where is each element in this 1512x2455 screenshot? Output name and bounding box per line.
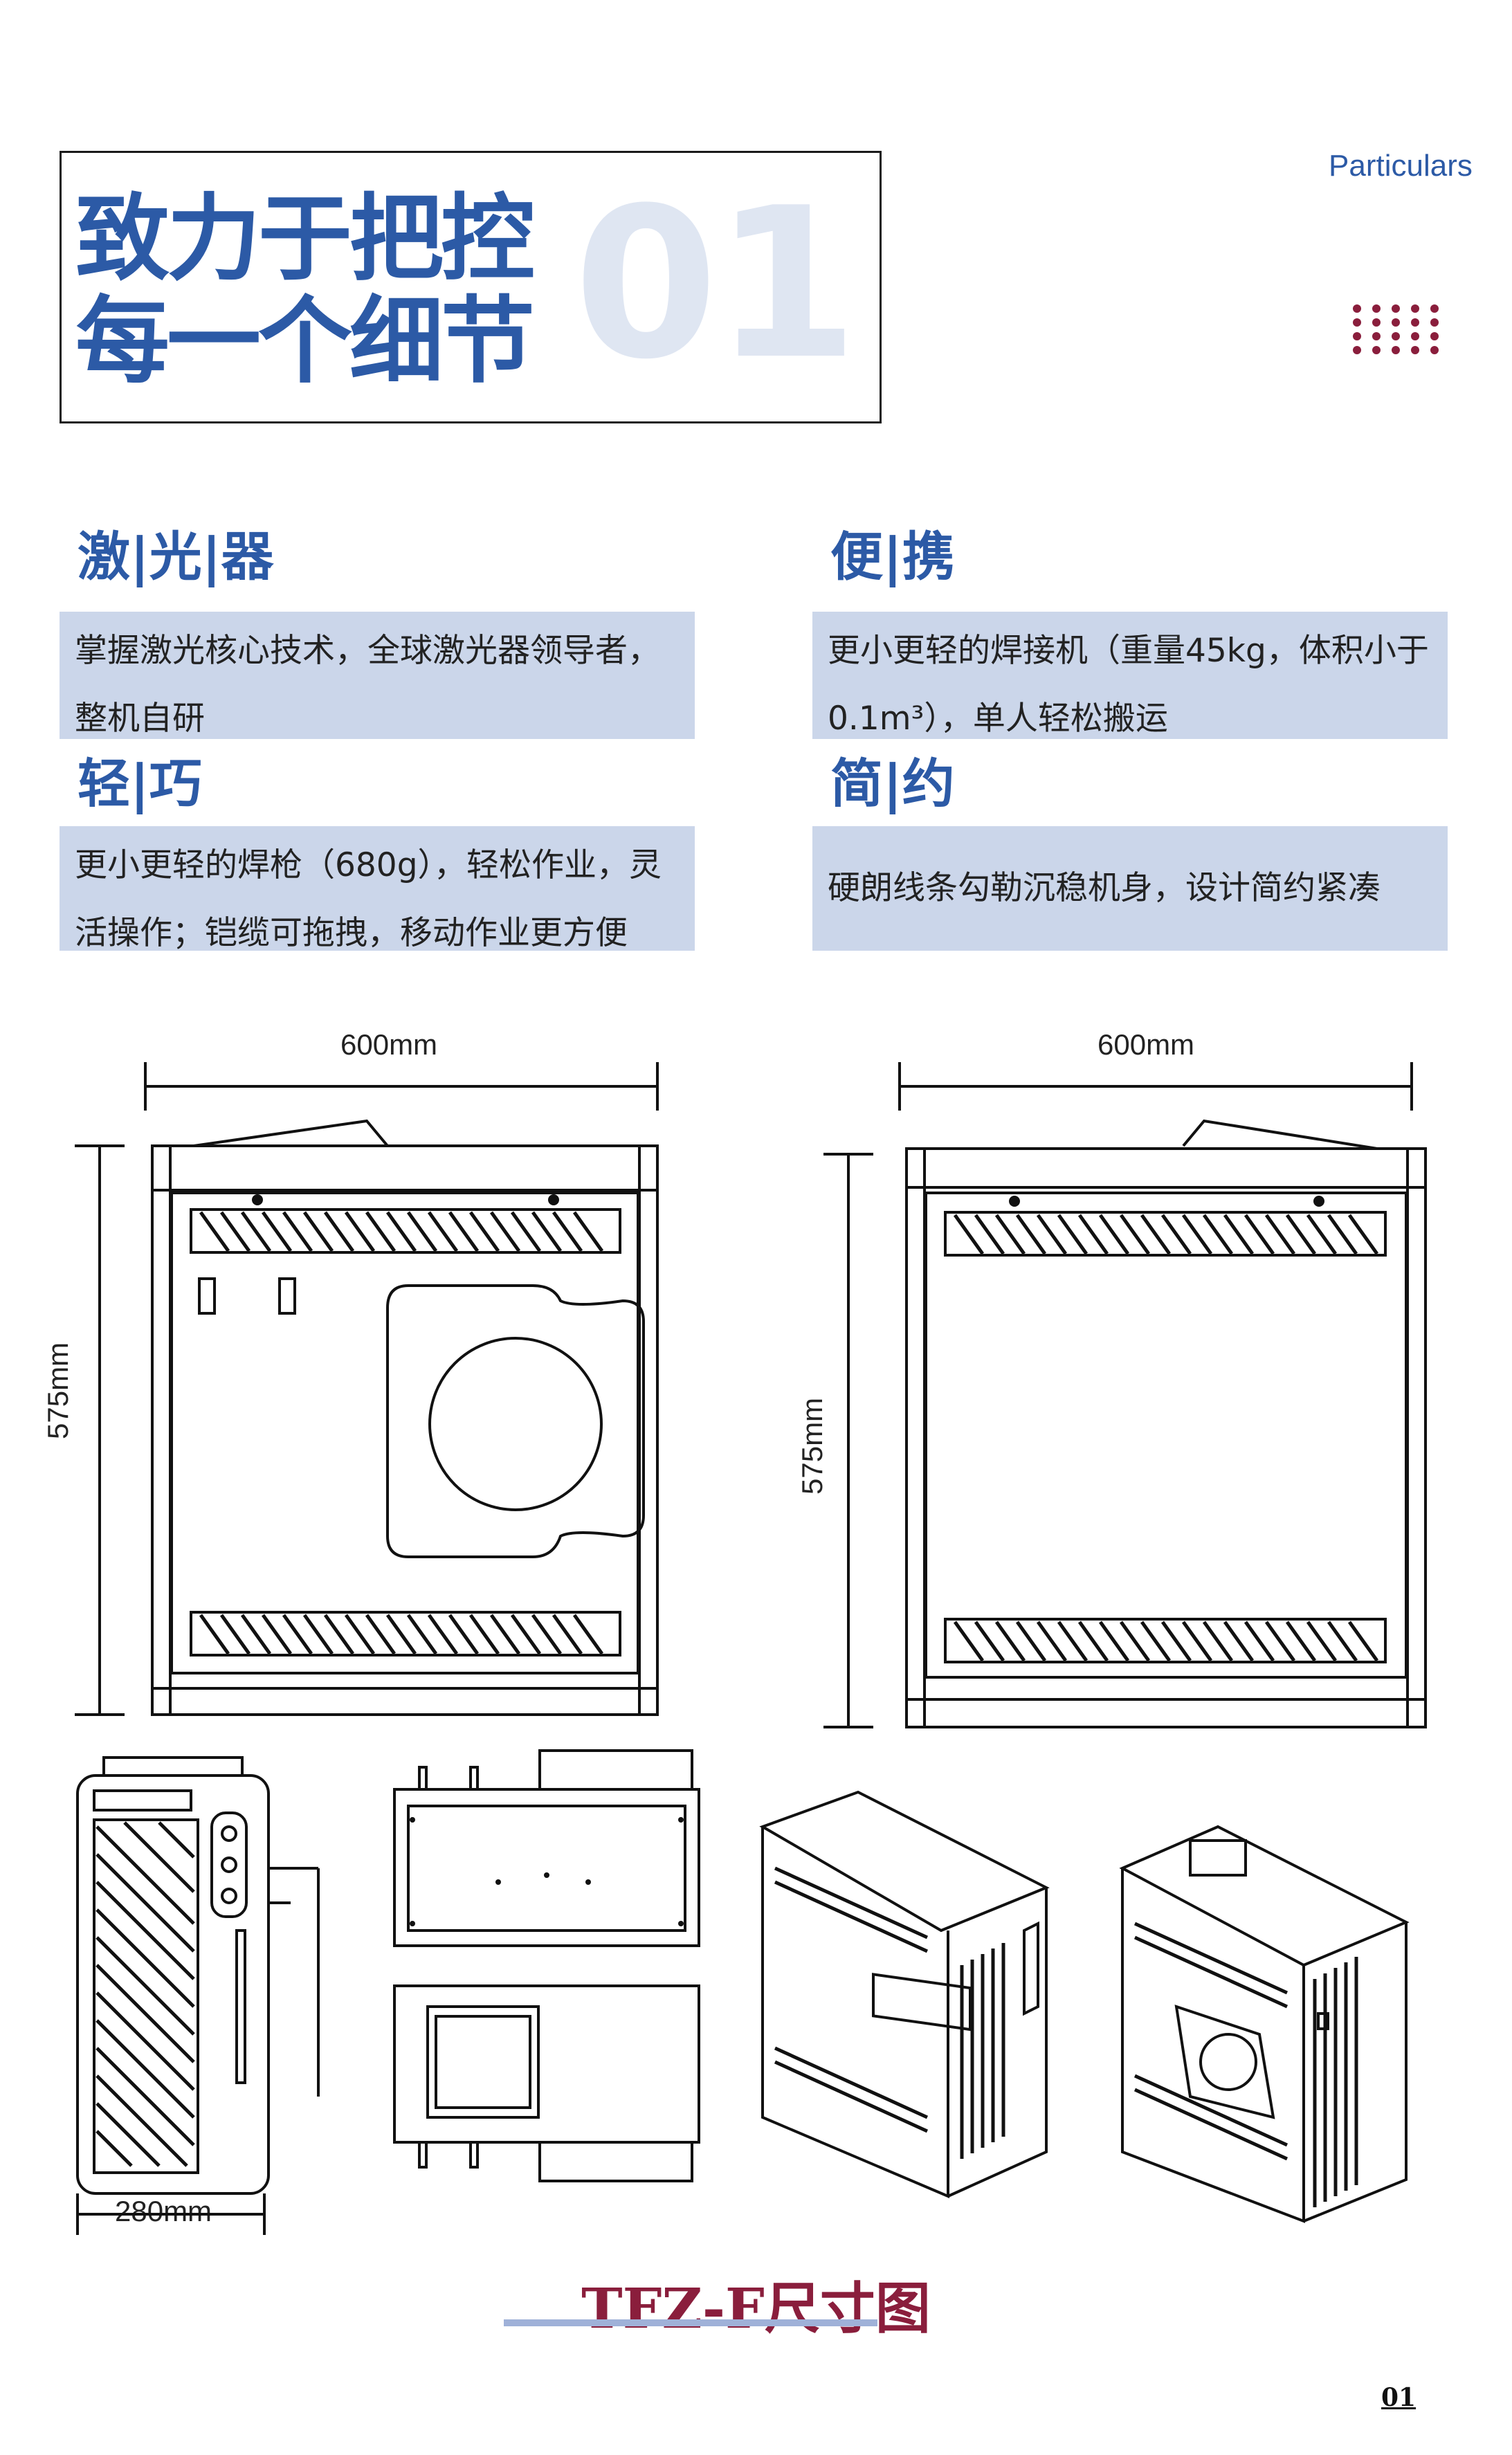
back-width-label: 600mm — [1097, 1028, 1195, 1061]
feature-portable-title: 便|携 — [830, 526, 955, 587]
title-line-1: 致力于把控 — [75, 185, 535, 294]
diagram-caption: TFZ-F尺寸图 — [581, 2276, 931, 2341]
feature-laser-text: 掌握激光核心技术，全球激光器领导者，整机自研 — [60, 612, 695, 739]
particulars-tag: Particulars — [1329, 149, 1473, 183]
feature-laser-title: 激|光|器 — [78, 526, 274, 587]
feature-simple-text: 硬朗线条勾勒沉稳机身，设计简约紧凑 — [812, 826, 1448, 951]
dot-grid-decoration — [1353, 304, 1439, 354]
front-width-label: 600mm — [340, 1028, 438, 1061]
feature-light-title: 轻|巧 — [78, 753, 202, 814]
feature-portable-text: 更小更轻的焊接机（重量45kg，体积小于0.1m³），单人轻松搬运 — [812, 612, 1448, 739]
feature-light-text: 更小更轻的焊枪（680g），轻松作业，灵活操作；铠缆可拖拽，移动作业更方便 — [60, 826, 695, 952]
page-number: 01 — [1381, 2383, 1417, 2412]
header-title-box: 01 致力于把控 每一个细节 — [60, 151, 882, 423]
feature-simple-title: 简|约 — [830, 753, 955, 814]
side-width-label: 280mm — [115, 2195, 212, 2227]
title-number: 01 — [574, 163, 858, 405]
title-line-2: 每一个细节 — [75, 287, 535, 396]
caption-underline — [504, 2319, 877, 2326]
